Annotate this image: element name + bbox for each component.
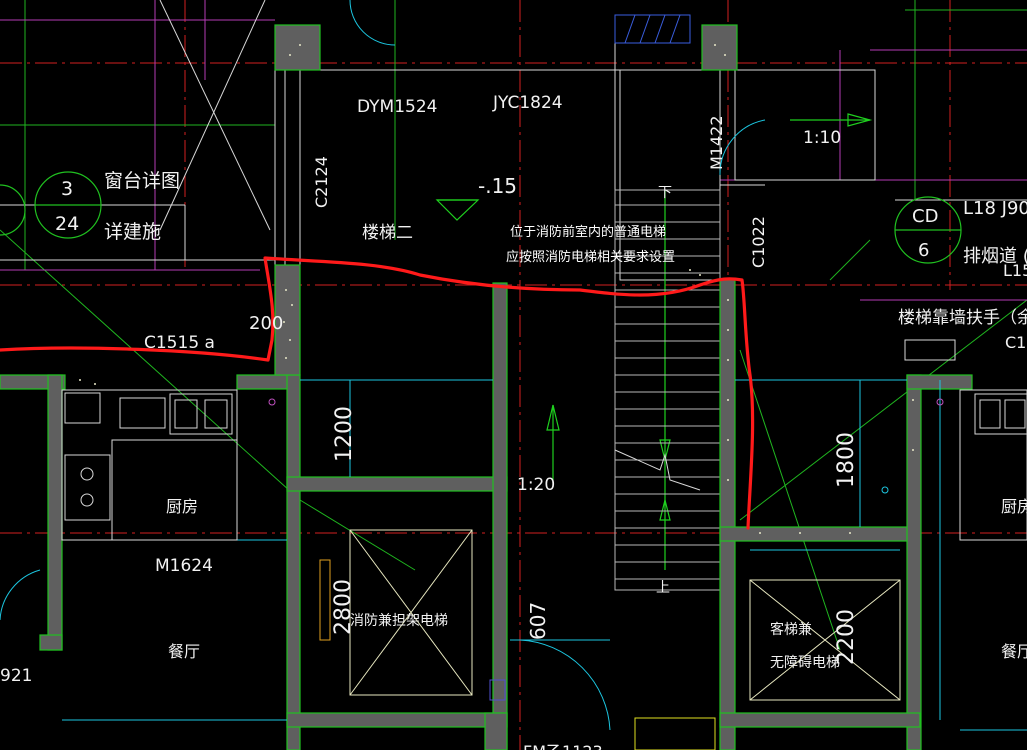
stair-name: 楼梯二 xyxy=(362,223,413,243)
stair-up: 上 xyxy=(656,580,670,596)
labels: 窗台详图 3 24 详建施 DYM1524 JYC1824 C2124 M142… xyxy=(0,93,1027,750)
slope-top: 1:10 xyxy=(803,128,841,148)
door-code-dym: DYM1524 xyxy=(357,97,437,117)
elevator-shafts xyxy=(319,529,901,701)
door-code-m1422: M1422 xyxy=(707,115,726,170)
kitchen-fixtures-left xyxy=(61,389,238,541)
passenger-elevator-line1: 客梯兼 xyxy=(770,621,812,638)
window-detail-ref: 窗台详图 xyxy=(104,170,180,192)
room-kitchen-left: 厨房 xyxy=(166,497,198,516)
detail-symbols xyxy=(0,171,962,264)
dim-200: 200 xyxy=(249,313,283,334)
window-code-jyc: JYC1824 xyxy=(492,93,563,113)
window-code-c1022: C1022 xyxy=(749,216,768,268)
dim-2800: 2800 xyxy=(331,579,356,635)
tread-lines xyxy=(615,204,720,580)
green-hatch-lines xyxy=(0,0,1027,651)
note-line-1: 位于消防前室内的普通电梯 xyxy=(510,224,666,240)
window-code-c1515: C1515 a xyxy=(144,333,215,353)
code-l18: L18 J90 xyxy=(963,198,1027,219)
dim-607: 607 xyxy=(526,602,550,640)
smoke-duct: 排烟道 ( xyxy=(963,246,1027,267)
kitchen-fixtures-right xyxy=(959,389,1027,541)
red-markup-line xyxy=(0,256,755,530)
walls xyxy=(0,24,973,750)
handrail-note: 楼梯靠墙扶手（余 xyxy=(898,308,1027,328)
cd-tag: CD xyxy=(912,206,938,227)
vent-hatch xyxy=(614,14,691,44)
code-c1-right: C1 xyxy=(1005,333,1026,352)
dim-1200: 1200 xyxy=(332,406,357,462)
level-mark: -.15 xyxy=(478,174,517,198)
slope-mid: 1:20 xyxy=(517,475,555,495)
stair-down: 下 xyxy=(658,185,672,201)
cd-number: 6 xyxy=(918,240,929,261)
note-line-2: 应按照消防电梯相关要求设置 xyxy=(506,249,675,265)
bottom-door-code: FM乙1123 xyxy=(523,742,603,750)
dim-1800: 1800 xyxy=(834,432,859,488)
left-edge-number: 921 xyxy=(0,666,32,686)
room-dining-left: 餐厅 xyxy=(168,642,200,661)
room-kitchen-right: 厨房 xyxy=(1001,497,1027,516)
code-l15: L15 xyxy=(1003,261,1027,280)
door-code-m1624: M1624 xyxy=(155,556,213,576)
passenger-elevator-line2: 无障碍电梯 xyxy=(770,655,840,671)
dim-2200: 2200 xyxy=(834,609,859,665)
window-code-c2124: C2124 xyxy=(312,156,331,208)
detail-see-ref: 详建施 xyxy=(104,221,161,243)
detail-number: 3 xyxy=(61,178,73,200)
slope-arrows xyxy=(435,113,873,570)
fire-elevator-label: 消防兼担架电梯 xyxy=(350,613,448,629)
detail-sheet: 24 xyxy=(55,213,79,235)
door-arcs xyxy=(0,0,766,731)
bottom-threshold xyxy=(634,717,716,750)
room-dining-right: 餐厅 xyxy=(1001,642,1027,661)
wall-hatch xyxy=(79,44,914,534)
cyan-lines xyxy=(62,379,1027,731)
stair-break-line xyxy=(614,449,701,491)
small-markers xyxy=(268,398,944,701)
